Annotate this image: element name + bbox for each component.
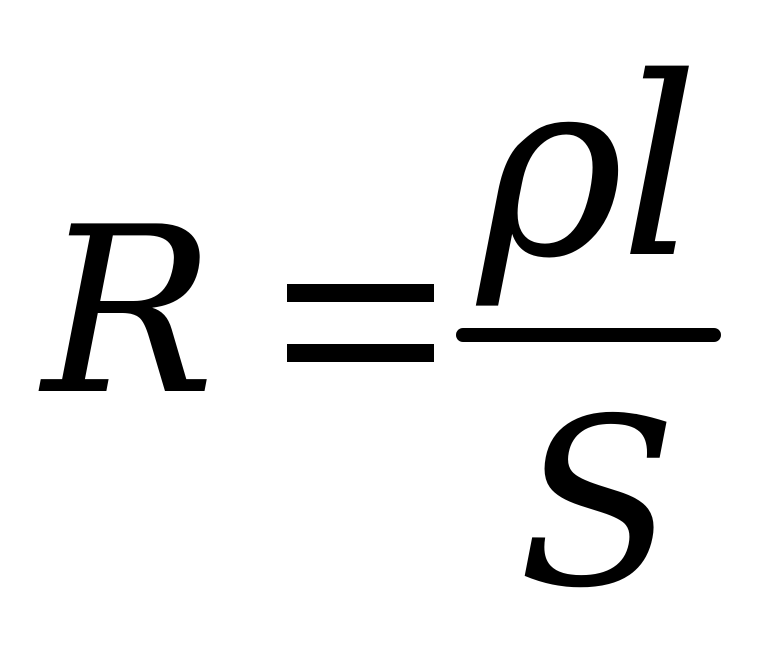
equals-sign-top-bar	[287, 284, 434, 302]
fraction-bar	[456, 328, 721, 342]
formula-lhs: R	[42, 179, 216, 446]
equals-sign-bottom-bar	[287, 344, 434, 362]
fraction-denominator: S	[518, 369, 677, 639]
fraction-numerator: ρl	[478, 25, 699, 313]
